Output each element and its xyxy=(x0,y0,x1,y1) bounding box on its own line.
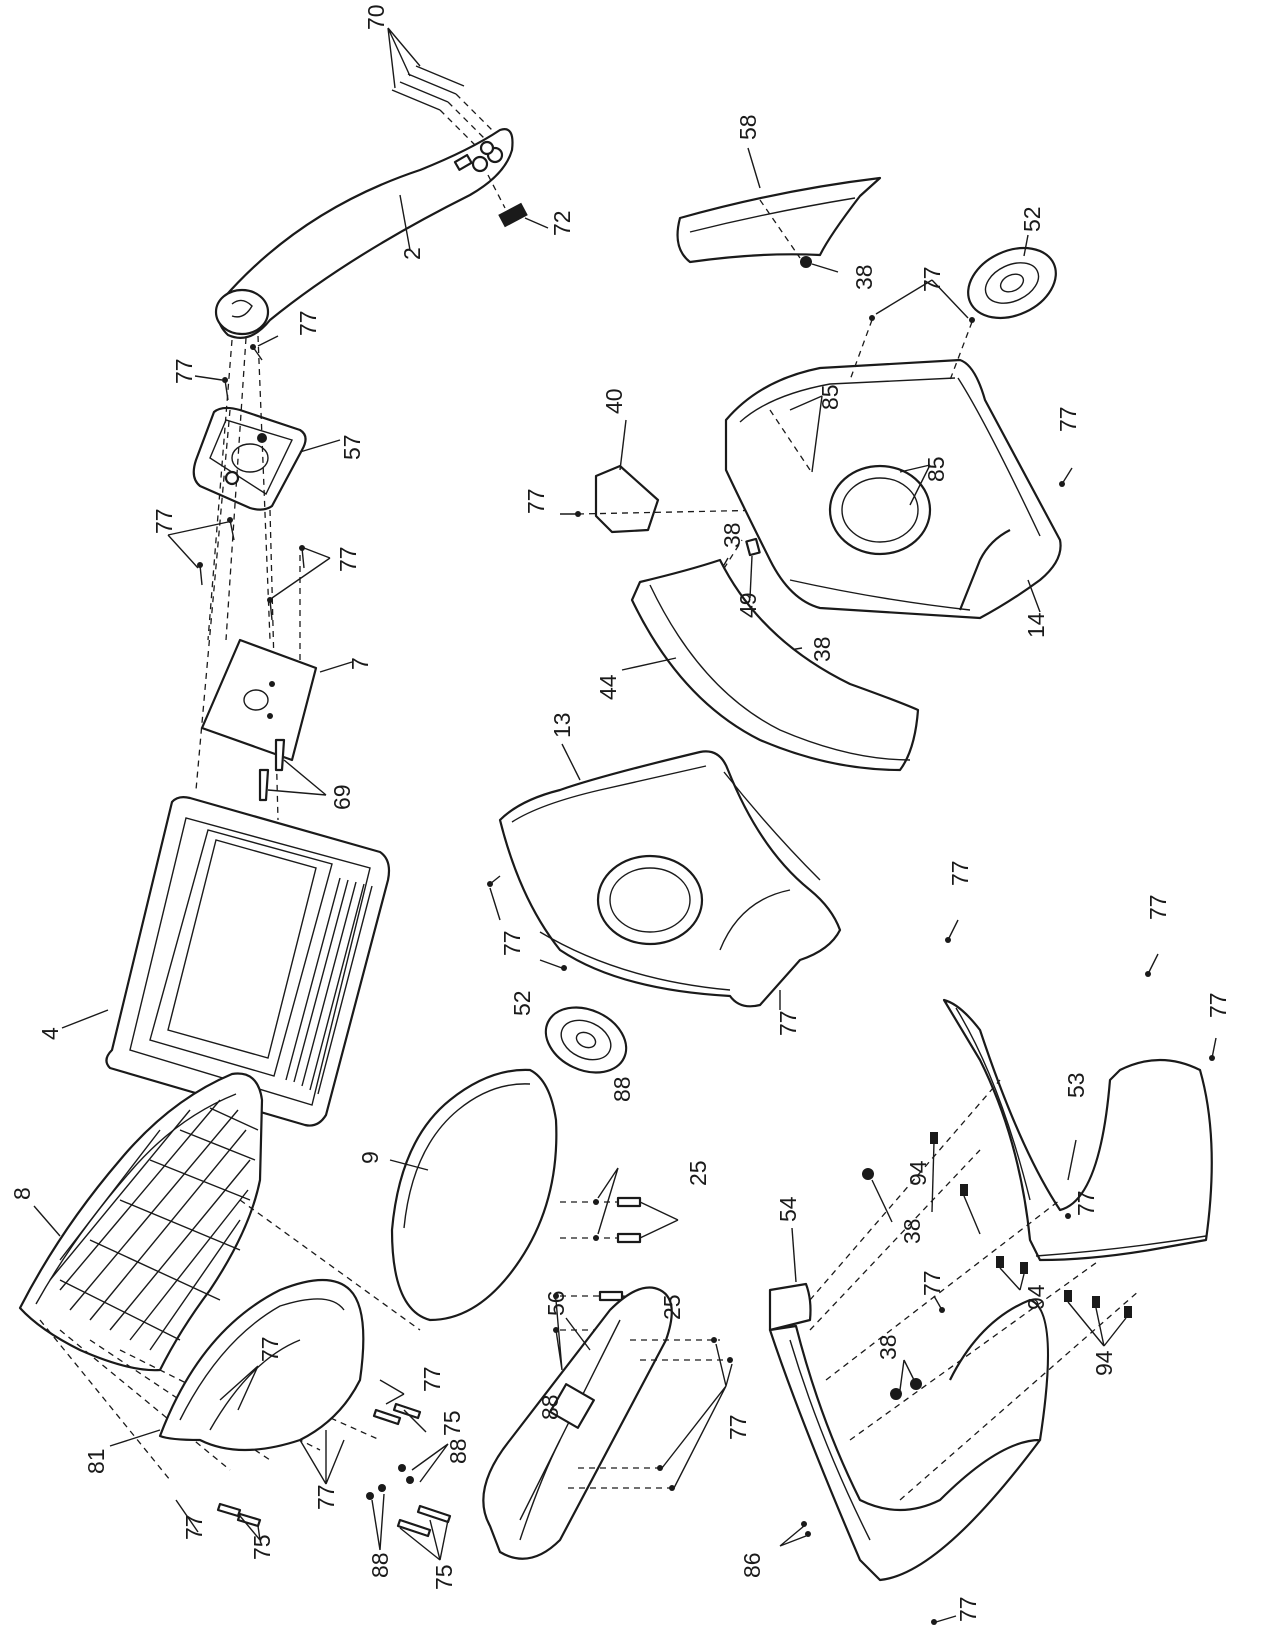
callout-77-right-a: 77 xyxy=(919,266,945,292)
callout-38-mid-a: 38 xyxy=(719,522,745,548)
part-77-screws-right xyxy=(849,279,1073,487)
part-77-screws-plate xyxy=(167,517,331,621)
callout-38-lower-b: 38 xyxy=(875,1334,901,1360)
callout-44: 44 xyxy=(595,674,621,700)
callout-75-c: 75 xyxy=(431,1564,457,1590)
callout-77-53-top: 77 xyxy=(947,860,973,886)
callout-70: 70 xyxy=(363,4,389,30)
callout-85-b: 85 xyxy=(923,456,949,482)
callout-53: 53 xyxy=(1063,1072,1089,1098)
callout-25-b: 25 xyxy=(659,1294,685,1320)
callout-labels: 70 72 2 58 52 38 77 77 57 40 77 85 85 77… xyxy=(9,4,1231,1622)
callout-77-plate-right: 77 xyxy=(335,546,361,572)
part-9-seat-pad xyxy=(389,1068,558,1322)
mesh-pattern xyxy=(49,1099,259,1351)
callout-4: 4 xyxy=(37,1027,63,1040)
callout-94-a: 94 xyxy=(905,1160,931,1186)
callout-77-bottom: 77 xyxy=(955,1596,981,1622)
callout-77-seatframe-b: 77 xyxy=(257,1336,283,1362)
callout-77-step: 77 xyxy=(725,1414,751,1440)
part-52-disc-left xyxy=(544,1006,628,1074)
part-13-shroud-left xyxy=(498,743,842,1008)
callout-88-seat-a: 88 xyxy=(609,1076,635,1102)
callout-77-shroud-top: 77 xyxy=(499,930,525,956)
callout-88-seatframe-a: 88 xyxy=(445,1438,471,1464)
part-77-screws-left-shroud xyxy=(487,875,781,1010)
callout-77-seatframe-a: 77 xyxy=(419,1366,445,1392)
callout-77-53-right: 77 xyxy=(1145,894,1171,920)
part-38-nut-top xyxy=(800,256,839,273)
callout-85-a: 85 xyxy=(817,384,843,410)
part-14-shroud-right xyxy=(724,358,1062,620)
callout-2: 2 xyxy=(399,247,425,260)
part-72-clip xyxy=(487,174,549,229)
callout-58: 58 xyxy=(735,114,761,140)
part-44-cover-strip xyxy=(621,558,920,772)
part-53-rear-cover xyxy=(942,919,1217,1262)
callout-38-top: 38 xyxy=(851,264,877,290)
callout-72: 72 xyxy=(549,210,575,236)
callout-69: 69 xyxy=(329,784,355,810)
callout-77-upper-b: 77 xyxy=(295,310,321,336)
callout-40: 40 xyxy=(601,388,627,414)
callout-77-seatframe-c: 77 xyxy=(313,1484,339,1510)
part-52-disc-right xyxy=(967,234,1057,320)
callout-49: 49 xyxy=(735,592,761,618)
part-7-plate xyxy=(200,638,353,762)
part-54-rear-frame xyxy=(768,1079,1141,1582)
part-77-screw-decal xyxy=(560,509,771,517)
callout-86: 86 xyxy=(739,1552,765,1578)
callout-9: 9 xyxy=(357,1151,383,1164)
callout-75-b: 75 xyxy=(249,1534,275,1560)
callout-77-lower-b: 77 xyxy=(1073,1190,1099,1216)
part-85-pointers xyxy=(769,395,931,506)
console-vent-slats xyxy=(285,877,373,1095)
callout-56: 56 xyxy=(543,1290,569,1316)
part-69-bolts xyxy=(258,738,327,802)
callout-77-plate-left: 77 xyxy=(151,508,177,534)
callout-77-lower-a: 77 xyxy=(919,1270,945,1296)
callout-88-seat-b: 88 xyxy=(537,1394,563,1420)
callout-81: 81 xyxy=(83,1448,109,1474)
part-58-cover xyxy=(676,147,882,264)
callout-7: 7 xyxy=(347,657,373,670)
part-8-seat-back xyxy=(18,1072,421,1481)
callout-77-upper-a: 77 xyxy=(171,358,197,384)
callout-25-a: 25 xyxy=(685,1160,711,1186)
callout-88-seatframe-b: 88 xyxy=(367,1552,393,1578)
callout-57: 57 xyxy=(339,434,365,460)
callout-77-decal: 77 xyxy=(523,488,549,514)
part-49-clip xyxy=(745,537,761,599)
callout-94-b: 94 xyxy=(1023,1284,1049,1310)
callout-52-left: 52 xyxy=(509,990,535,1016)
callout-54: 54 xyxy=(775,1196,801,1222)
part-75-77-88-hardware xyxy=(175,1365,452,1561)
callout-77-shroud-bottom: 77 xyxy=(775,1010,801,1036)
part-56-base-bar xyxy=(482,1286,733,1560)
callout-77-right-b: 77 xyxy=(1055,406,1081,432)
seat-frame xyxy=(109,1279,365,1452)
callout-52-right: 52 xyxy=(1019,206,1045,232)
part-2-upright-tube xyxy=(214,128,514,339)
callout-13: 13 xyxy=(549,712,575,738)
callout-38-mid-b: 38 xyxy=(809,636,835,662)
callout-38-lower-a: 38 xyxy=(899,1218,925,1244)
callout-94-c: 94 xyxy=(1091,1350,1117,1376)
callout-77-53-far: 77 xyxy=(1205,992,1231,1018)
callout-8: 8 xyxy=(9,1187,35,1200)
part-4-console xyxy=(61,796,391,1127)
part-57-housing xyxy=(192,406,341,511)
part-40-decal xyxy=(594,419,660,534)
callout-14: 14 xyxy=(1023,612,1049,638)
callout-75-a: 75 xyxy=(439,1410,465,1436)
part-77-screws-upper xyxy=(194,335,279,401)
part-94-38-lower-hardware xyxy=(779,1132,1132,1625)
callout-77-81: 77 xyxy=(181,1514,207,1540)
